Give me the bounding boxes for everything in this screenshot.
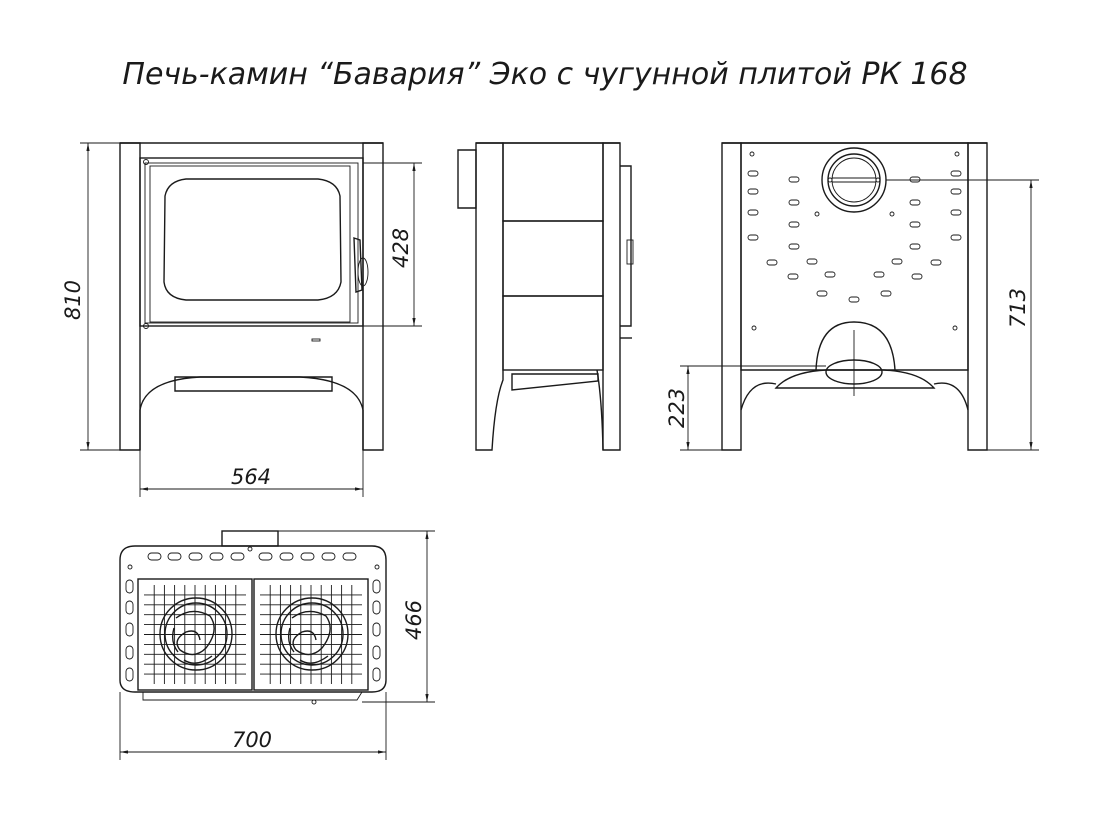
dimension-front-width: 564 — [231, 465, 271, 489]
dimension-top-depth: 466 — [402, 600, 426, 640]
side-view — [457, 142, 634, 451]
dimension-front-height: 810 — [61, 280, 85, 320]
back-view: 713 223 — [665, 142, 1039, 451]
dimension-top-width: 700 — [232, 728, 272, 752]
front-view: 810 428 564 — [61, 142, 422, 497]
dimension-outlet-height: 223 — [665, 388, 689, 428]
dimension-back-height: 713 — [1006, 288, 1030, 328]
dimension-door-height: 428 — [389, 228, 413, 268]
drawing-title: Печь-камин “Бавария” Эко с чугунной плит… — [122, 57, 967, 92]
top-view: 466 700 — [119, 530, 435, 760]
